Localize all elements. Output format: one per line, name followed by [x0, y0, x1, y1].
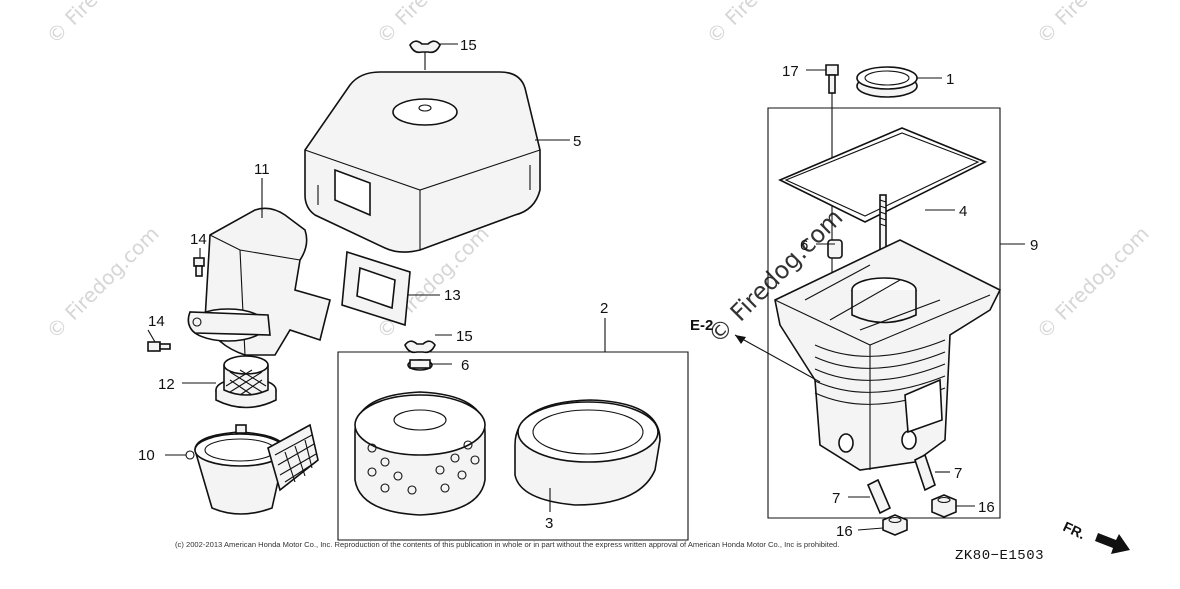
- part-seal-ring[interactable]: [856, 66, 918, 98]
- callout-12: 12: [158, 376, 175, 393]
- callout-9: 9: [1030, 237, 1038, 254]
- callout-1: 1: [946, 71, 954, 88]
- callouts: 15 5 11 14 14 13 15 6 2 12 10 3 17 1 4 9…: [138, 37, 1038, 540]
- assembly-box-2: [337, 318, 689, 541]
- part-outer-foam[interactable]: [514, 399, 661, 506]
- part-nut-lower[interactable]: [882, 514, 908, 536]
- callout-7-left: 7: [832, 490, 840, 507]
- part-bolt-lower[interactable]: [147, 341, 171, 352]
- watermark: © Firedog.com: [42, 0, 164, 49]
- callout-15-top: 15: [460, 37, 477, 54]
- diagram-code: ZK80−E1503: [955, 548, 1045, 564]
- direction-indicator: FR.: [1061, 518, 1130, 554]
- callout-6-right: 6: [800, 237, 808, 254]
- callout-17: 17: [782, 63, 799, 80]
- callout-16-right: 16: [978, 499, 995, 516]
- part-top-gasket[interactable]: [778, 127, 987, 223]
- part-filter-element[interactable]: [354, 391, 486, 516]
- callout-4: 4: [959, 203, 967, 220]
- watermark: © Firedog.com: [1032, 221, 1154, 343]
- callout-14-upper: 14: [190, 231, 207, 248]
- callout-7-right: 7: [954, 465, 962, 482]
- callout-14-lower: 14: [148, 313, 165, 330]
- part-tube-lower-left[interactable]: [866, 478, 892, 515]
- part-intake-housing[interactable]: [187, 207, 331, 356]
- callout-16-lower: 16: [836, 523, 853, 540]
- callout-10: 10: [138, 447, 155, 464]
- reference-e2: E-2: [690, 317, 713, 334]
- arrow-right-icon: [1095, 533, 1130, 554]
- part-lower-case[interactable]: [185, 423, 319, 515]
- callout-5: 5: [573, 133, 581, 150]
- part-filter-screen[interactable]: [215, 355, 277, 409]
- part-nut-right[interactable]: [931, 494, 957, 518]
- watermark: © Firedog.com: [42, 221, 164, 343]
- callout-15-lower: 15: [456, 328, 473, 345]
- part-air-cleaner-case[interactable]: [774, 239, 1002, 471]
- callout-11: 11: [254, 161, 270, 178]
- part-wing-nut-lower[interactable]: [404, 340, 436, 354]
- callout-2: 2: [600, 300, 608, 317]
- leader-lines: [147, 43, 1025, 531]
- part-gasket[interactable]: [341, 250, 411, 327]
- watermark: © Firedog.com: [1032, 0, 1154, 49]
- watermark: © Firedog.com: [702, 0, 824, 49]
- part-air-cleaner-cover[interactable]: [304, 71, 541, 253]
- assembly-box-9: [767, 107, 1001, 519]
- callout-6-left: 6: [461, 357, 469, 374]
- part-bolt-upper[interactable]: [193, 257, 205, 277]
- copyright-notice: (c) 2002-2013 American Honda Motor Co., …: [175, 540, 840, 549]
- part-collar-8[interactable]: [827, 239, 843, 259]
- callout-13: 13: [444, 287, 461, 304]
- part-wing-nut-top[interactable]: [409, 40, 441, 70]
- callout-3: 3: [545, 515, 553, 532]
- direction-label: FR.: [1061, 518, 1088, 542]
- part-tube-right[interactable]: [914, 453, 936, 492]
- part-collar[interactable]: [407, 359, 433, 371]
